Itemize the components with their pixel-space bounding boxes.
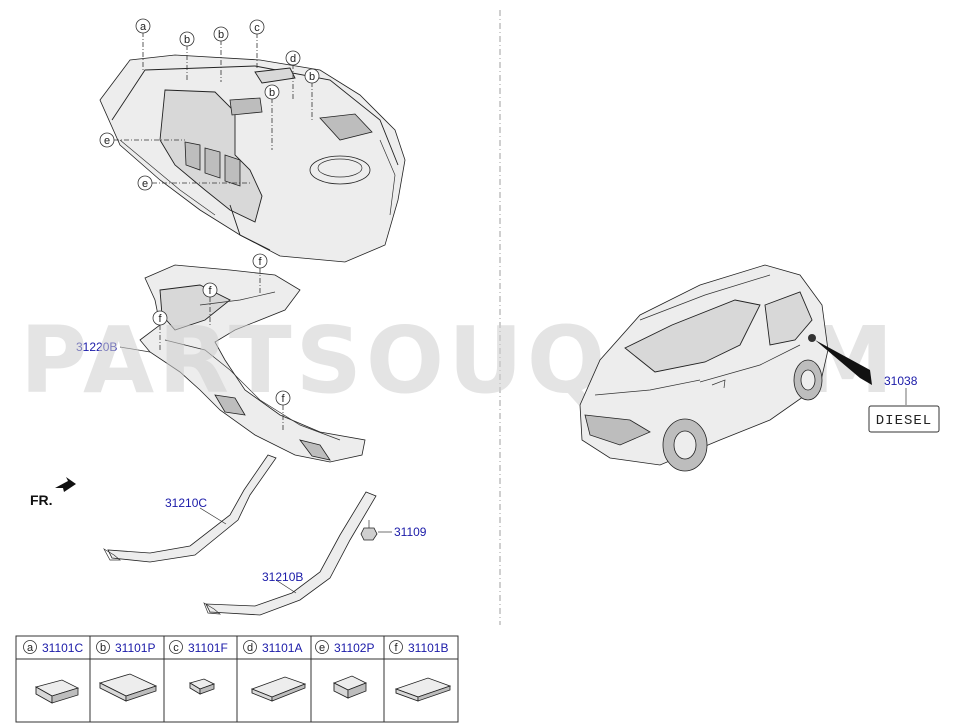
callout-f-4[interactable]: f	[275, 390, 291, 406]
svg-text:DIESEL: DIESEL	[876, 413, 932, 429]
band-b-leader	[275, 579, 297, 594]
callout-e-1[interactable]: e	[99, 132, 115, 148]
legend-cell-a[interactable]: a 31101C	[23, 640, 84, 704]
callout-f-3[interactable]: f	[152, 310, 168, 326]
svg-text:d: d	[290, 53, 296, 65]
tank-callouts: a b b c d b b e	[99, 18, 320, 191]
svg-text:f: f	[158, 313, 162, 325]
callout-a-1[interactable]: a	[135, 18, 151, 34]
svg-text:b: b	[184, 34, 190, 46]
svg-text:b: b	[100, 642, 106, 654]
svg-text:b: b	[309, 71, 315, 83]
svg-text:c: c	[173, 642, 179, 654]
callout-c-1[interactable]: c	[249, 19, 265, 35]
svg-text:b: b	[218, 29, 224, 41]
svg-text:d: d	[247, 642, 253, 654]
callout-e-2[interactable]: e	[137, 175, 153, 191]
callout-d-1[interactable]: d	[285, 50, 301, 66]
nut-drawing	[360, 520, 378, 541]
svg-text:e: e	[319, 642, 325, 654]
fuel-tank-band-b-drawing	[203, 491, 377, 616]
callout-b-1[interactable]: b	[179, 31, 195, 47]
svg-text:f: f	[258, 256, 262, 268]
callout-b-2[interactable]: b	[213, 26, 229, 42]
vehicle-illustration	[579, 264, 829, 472]
fuel-tank-band-c-drawing	[103, 454, 277, 563]
svg-text:f: f	[281, 393, 285, 405]
part-label-31220b[interactable]: 31220B	[76, 340, 117, 354]
svg-text:31101F: 31101F	[188, 641, 228, 655]
front-indicator: FR.	[30, 477, 76, 508]
label-location-pointer	[815, 340, 872, 385]
svg-text:e: e	[142, 178, 148, 190]
svg-text:FR.: FR.	[30, 492, 53, 508]
svg-text:31101B: 31101B	[408, 641, 448, 655]
legend-cell-b[interactable]: b 31101P	[96, 640, 158, 702]
svg-text:a: a	[27, 642, 34, 654]
svg-text:31101A: 31101A	[262, 641, 302, 655]
svg-text:31101C: 31101C	[42, 641, 83, 655]
part-label-31210b[interactable]: 31210B	[262, 570, 303, 584]
svg-text:f: f	[208, 285, 212, 297]
diesel-label: DIESEL	[868, 405, 940, 433]
svg-text:a: a	[140, 21, 147, 33]
callout-f-2[interactable]: f	[202, 282, 218, 298]
svg-text:e: e	[104, 135, 110, 147]
protector-callouts: f f f f	[152, 253, 291, 430]
legend-cell-d[interactable]: d 31101A	[243, 640, 307, 702]
legend-cell-c[interactable]: c 31101F	[169, 640, 228, 695]
svg-text:31102P: 31102P	[334, 641, 374, 655]
legend-table: a 31101C b 31101P c 31101F d	[15, 635, 459, 723]
svg-text:c: c	[254, 22, 260, 34]
part-label-31210c[interactable]: 31210C	[165, 496, 207, 510]
callout-b-3[interactable]: b	[304, 68, 320, 84]
svg-text:31101P: 31101P	[115, 641, 155, 655]
heat-protector-leader	[119, 346, 151, 353]
fuel-tank-drawing	[99, 54, 406, 263]
part-label-31109[interactable]: 31109	[394, 525, 427, 539]
part-label-31038[interactable]: 31038	[884, 374, 918, 388]
front-arrow-icon	[55, 477, 76, 492]
legend-cell-f[interactable]: f 31101B	[389, 640, 452, 702]
svg-text:b: b	[269, 87, 275, 99]
callout-b-4[interactable]: b	[264, 84, 280, 100]
legend-cell-e[interactable]: e 31102P	[315, 640, 375, 699]
band-c-leader	[199, 507, 227, 525]
svg-text:f: f	[394, 642, 398, 654]
callout-f-1[interactable]: f	[252, 253, 268, 269]
